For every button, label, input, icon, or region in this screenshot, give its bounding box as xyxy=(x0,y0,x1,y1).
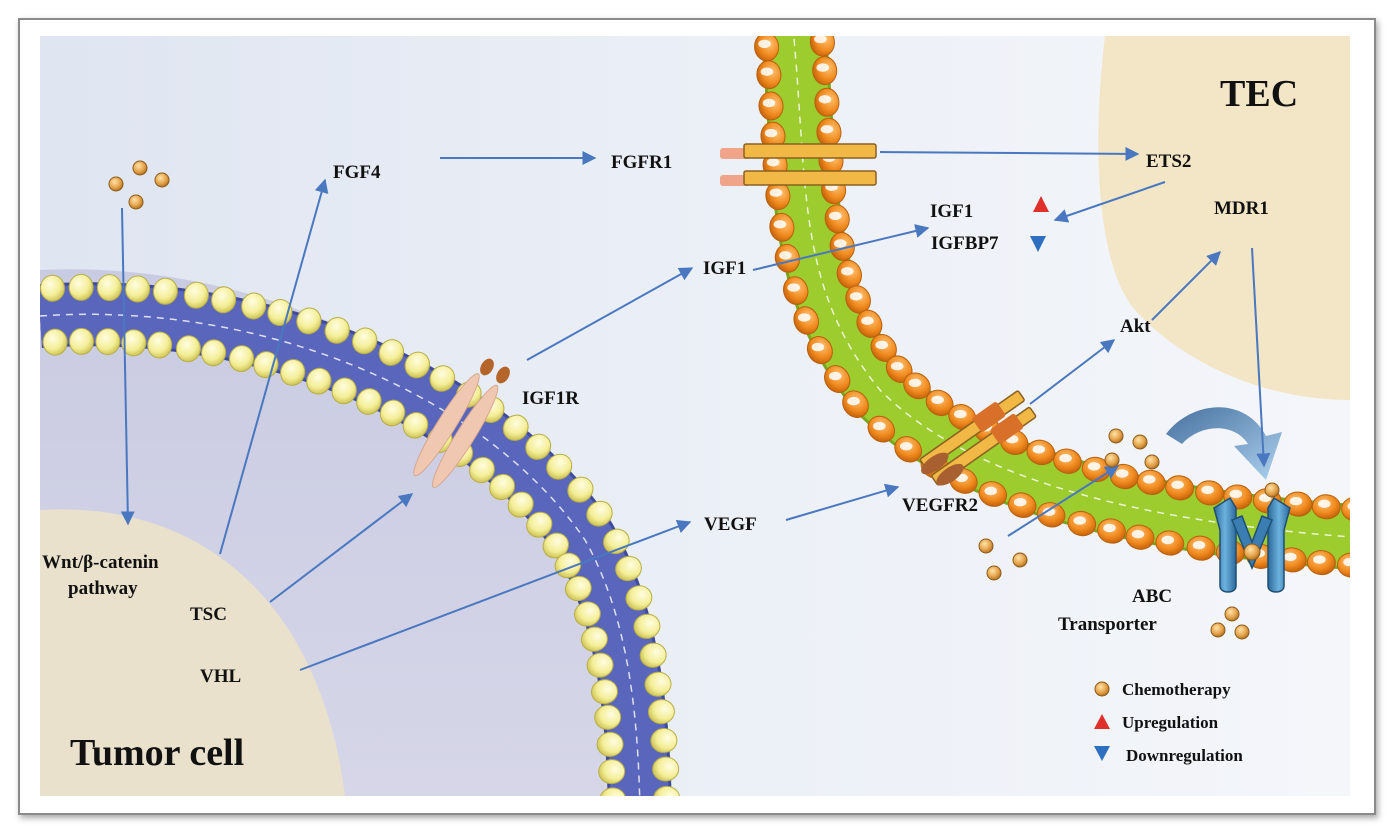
tumor-cell-nucleus-region xyxy=(40,509,345,796)
pathway-diagram: TEC Tumor cell FGF4 FGFR1 ETS2 IGF1 IGFB… xyxy=(40,36,1350,796)
mdr1-label: MDR1 xyxy=(1214,198,1269,219)
chemotherapy-drug-dot xyxy=(1234,624,1250,640)
vegfr2-receptor-icon xyxy=(919,390,1037,486)
vegfr2-label: VEGFR2 xyxy=(902,495,978,516)
fgfr1-label: FGFR1 xyxy=(611,152,672,173)
arrow-ets2-to-igf1 xyxy=(1053,181,1166,223)
chemotherapy-drug-dot xyxy=(978,538,994,554)
igfbp7-label: IGFBP7 xyxy=(931,233,999,254)
abc-transporter-label-line1: ABC xyxy=(1132,586,1172,607)
abc-transporter-label-line2: Transporter xyxy=(1058,614,1157,635)
vegf-label: VEGF xyxy=(704,514,757,535)
tumor-cell-membrane xyxy=(40,273,681,796)
wnt-pathway-label-line1: Wnt/β-catenin xyxy=(42,552,159,573)
tec-region xyxy=(1098,36,1350,400)
legend: Chemotherapy Upregulation Downregulation xyxy=(1094,680,1243,765)
vhl-label: VHL xyxy=(200,666,241,687)
arrow-tsc-to-igf1r xyxy=(269,493,414,603)
chemotherapy-drug-dot xyxy=(1224,606,1240,622)
pathway-arrows xyxy=(120,146,1271,671)
chemotherapy-drug-dot xyxy=(1264,482,1280,498)
downregulation-triangle xyxy=(1030,236,1046,252)
chemotherapy-drug-dot xyxy=(986,565,1002,581)
chemotherapy-drug-dot xyxy=(1144,454,1160,470)
chemotherapy-drug-dot xyxy=(154,172,170,188)
igf1r-label: IGF1R xyxy=(522,388,579,409)
igf1-tec-label: IGF1 xyxy=(930,201,973,222)
fgf4-label: FGF4 xyxy=(333,162,381,183)
legend-chemotherapy-icon xyxy=(1094,681,1110,697)
figure-frame: TEC Tumor cell FGF4 FGFR1 ETS2 IGF1 IGFB… xyxy=(18,18,1376,815)
arrow-mdr1-to-abc xyxy=(1251,247,1271,468)
arrow-chemo-to-wnt xyxy=(120,207,135,526)
chemotherapy-drug-dots xyxy=(108,160,1280,640)
chemotherapy-drug-dot xyxy=(1210,622,1226,638)
chemotherapy-drug-dot xyxy=(1132,434,1148,450)
tec-label: TEC xyxy=(1220,73,1298,115)
tsc-label: TSC xyxy=(190,604,227,625)
arrow-akt-to-mdr1 xyxy=(1151,251,1221,321)
tumor-cell-label: Tumor cell xyxy=(70,732,244,774)
arrow-fgfr1-to-ets2 xyxy=(879,146,1140,161)
upregulation-triangle xyxy=(1033,196,1049,212)
arrow-vegf-to-vegfr2 xyxy=(785,483,900,521)
legend-downregulation-label: Downregulation xyxy=(1126,746,1243,765)
chemotherapy-drug-dot xyxy=(1108,428,1124,444)
legend-chemotherapy-label: Chemotherapy xyxy=(1122,680,1231,699)
arrow-vegfr2-to-akt xyxy=(1029,339,1116,405)
chemotherapy-drug-dot xyxy=(1104,452,1120,468)
efflux-curved-arrow-icon xyxy=(1166,407,1282,480)
legend-upregulation-icon xyxy=(1094,714,1110,729)
arrow-igf1r-to-igf1 xyxy=(526,267,694,361)
chemotherapy-drug-dot xyxy=(128,194,144,210)
arrow-igf1-to-igf1-tec xyxy=(752,224,930,271)
igf1-label: IGF1 xyxy=(703,258,746,279)
ets2-label: ETS2 xyxy=(1146,151,1191,172)
akt-label: Akt xyxy=(1120,316,1151,337)
chemotherapy-drug-dot xyxy=(132,160,148,176)
wnt-pathway-label-line2: pathway xyxy=(68,578,138,599)
chemotherapy-drug-dot xyxy=(108,176,124,192)
abc-transporter-icon xyxy=(1213,496,1291,593)
igf1r-receptor-icon xyxy=(413,358,510,488)
arrow-wnt-to-fgf4 xyxy=(219,178,329,555)
legend-downregulation-icon xyxy=(1094,746,1110,761)
arrow-chemo-into-tec xyxy=(1007,465,1120,537)
arrow-vhl-to-vegf xyxy=(299,519,692,671)
fgfr1-receptor-icon xyxy=(720,143,877,186)
legend-upregulation-label: Upregulation xyxy=(1122,713,1219,732)
chemotherapy-drug-dot xyxy=(1012,552,1028,568)
